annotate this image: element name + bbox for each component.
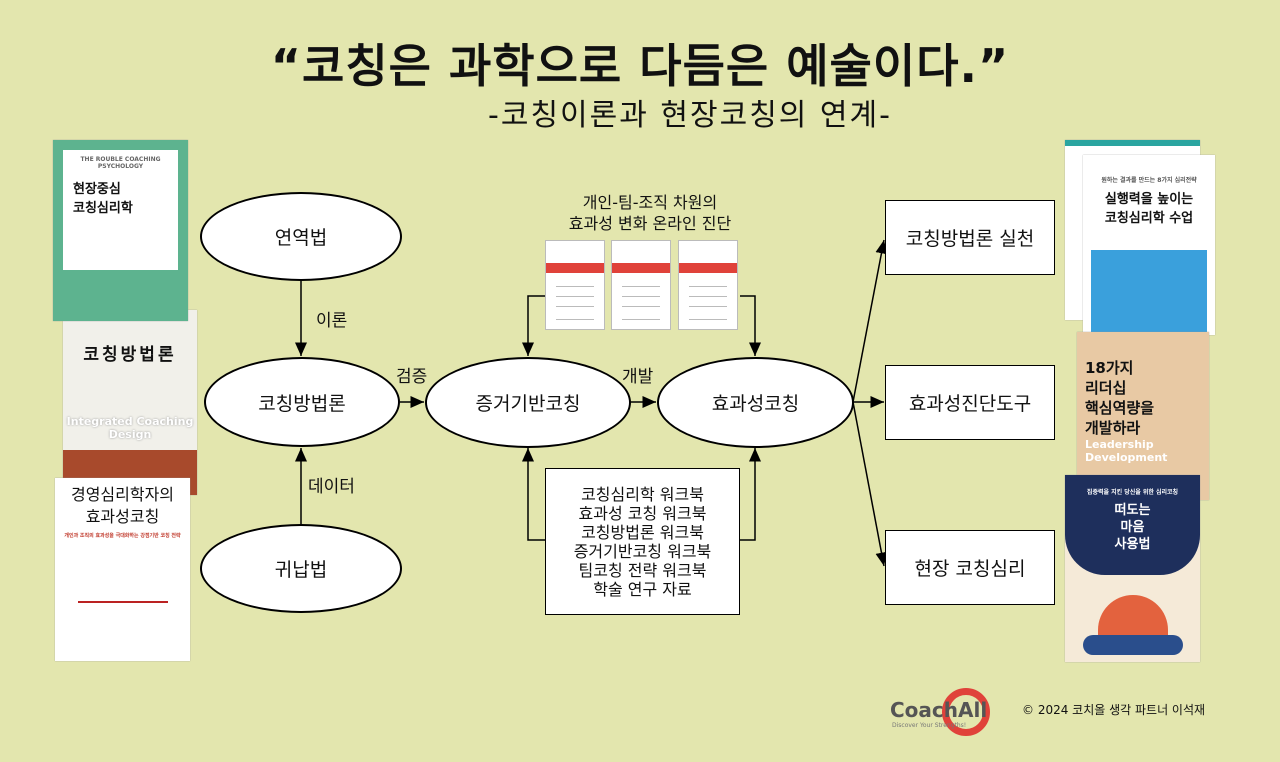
diagnosis-caption: 개인-팀-조직 차원의 효과성 변화 온라인 진단	[520, 192, 780, 234]
logo-text: CoachAll	[890, 698, 988, 722]
book-title: 경영심리학자의 효과성코칭	[70, 485, 175, 526]
book-practical-coaching-psychology: 원하는 결과를 만드는 8가지 심리전략 실행력을 높이는 코칭심리학 수업	[1083, 155, 1215, 335]
diagnosis-report-organization	[678, 240, 738, 330]
node-evidence-based-coaching: 증거기반코칭	[425, 357, 631, 448]
workbook-list: 코칭심리학 워크북 효과성 코칭 워크북 코칭방법론 워크북 증거기반코칭 워크…	[545, 468, 740, 615]
output-field-coaching-psychology: 현장 코칭심리	[885, 530, 1055, 605]
edge-label-verify: 검증	[396, 367, 428, 387]
book-subtitle: 원하는 결과를 만드는 8가지 심리전략	[1101, 177, 1197, 184]
book-title: 현장중심 코칭심리학	[73, 182, 133, 216]
coachall-logo: CoachAll Discover Your Strengths!	[890, 688, 1010, 738]
main-title: “코칭은 과학으로 다듬은 예술이다.”	[270, 39, 1010, 93]
book-subtitle: 집중력을 지킨 당신을 위한 심리코칭	[1086, 489, 1179, 496]
workbook-item: 코칭방법론 워크북	[581, 522, 704, 542]
diagnosis-caption-line: 효과성 변화 온라인 진단	[568, 214, 732, 233]
workbook-item: 효과성 코칭 워크북	[578, 503, 707, 523]
book-title: 떠도는 마음 사용법	[1114, 503, 1151, 552]
diagnosis-report-team	[611, 240, 671, 330]
book-subtitle: THE ROUBLE COACHING PSYCHOLOGY	[80, 156, 161, 170]
diagnosis-report-individual	[545, 240, 605, 330]
diagnosis-caption-line: 개인-팀-조직 차원의	[582, 193, 718, 212]
edge-label-data: 데이터	[308, 477, 355, 497]
node-coaching-methodology: 코칭방법론	[204, 357, 400, 447]
workbook-item: 학술 연구 자료	[593, 579, 692, 599]
logo-tagline: Discover Your Strengths!	[892, 722, 967, 729]
book-leadership: 18가지 리더십 핵심역량을 개발하라 Leadership Developme…	[1077, 332, 1209, 500]
book-subtitle: 개인과 조직의 효과성을 극대화하는 강점기반 코칭 전략	[64, 533, 181, 539]
book-field-coaching-psychology: THE ROUBLE COACHING PSYCHOLOGY 현장중심 코칭심리…	[53, 140, 188, 321]
edge-label-theory: 이론	[316, 311, 348, 331]
workbook-item: 코칭심리학 워크북	[581, 484, 704, 504]
book-subtitle: Leadership Development	[1085, 438, 1168, 464]
book-effectiveness-coaching: 경영심리학자의 효과성코칭 개인과 조직의 효과성을 극대화하는 강점기반 코칭…	[55, 478, 190, 661]
book-subtitle: Integrated Coaching Design	[66, 415, 194, 441]
node-effectiveness-coaching: 효과성코칭	[657, 357, 854, 448]
output-methodology-practice: 코칭방법론 실천	[885, 200, 1055, 275]
node-deduction: 연역법	[200, 192, 402, 281]
edge-label-develop: 개발	[622, 367, 654, 387]
book-title: 실행력을 높이는 코칭심리학 수업	[1104, 192, 1194, 226]
book-title: 18가지 리더십 핵심역량을 개발하라	[1085, 359, 1155, 437]
book-wandering-mind: 집중력을 지킨 당신을 위한 심리코칭 떠도는 마음 사용법	[1065, 475, 1200, 662]
workbook-item: 팀코칭 전략 워크북	[578, 560, 707, 580]
book-coaching-methodology: 코칭방법론 Integrated Coaching Design	[63, 310, 197, 495]
copyright: © 2024 코치올 생각 파트너 이석재	[1022, 703, 1206, 717]
workbook-item: 증거기반코칭 워크북	[573, 541, 712, 561]
output-effectiveness-tool: 효과성진단도구	[885, 365, 1055, 440]
book-title: 코칭방법론	[83, 345, 177, 365]
subtitle: -코칭이론과 현장코칭의 연계-	[488, 98, 892, 133]
node-induction: 귀납법	[200, 524, 402, 613]
